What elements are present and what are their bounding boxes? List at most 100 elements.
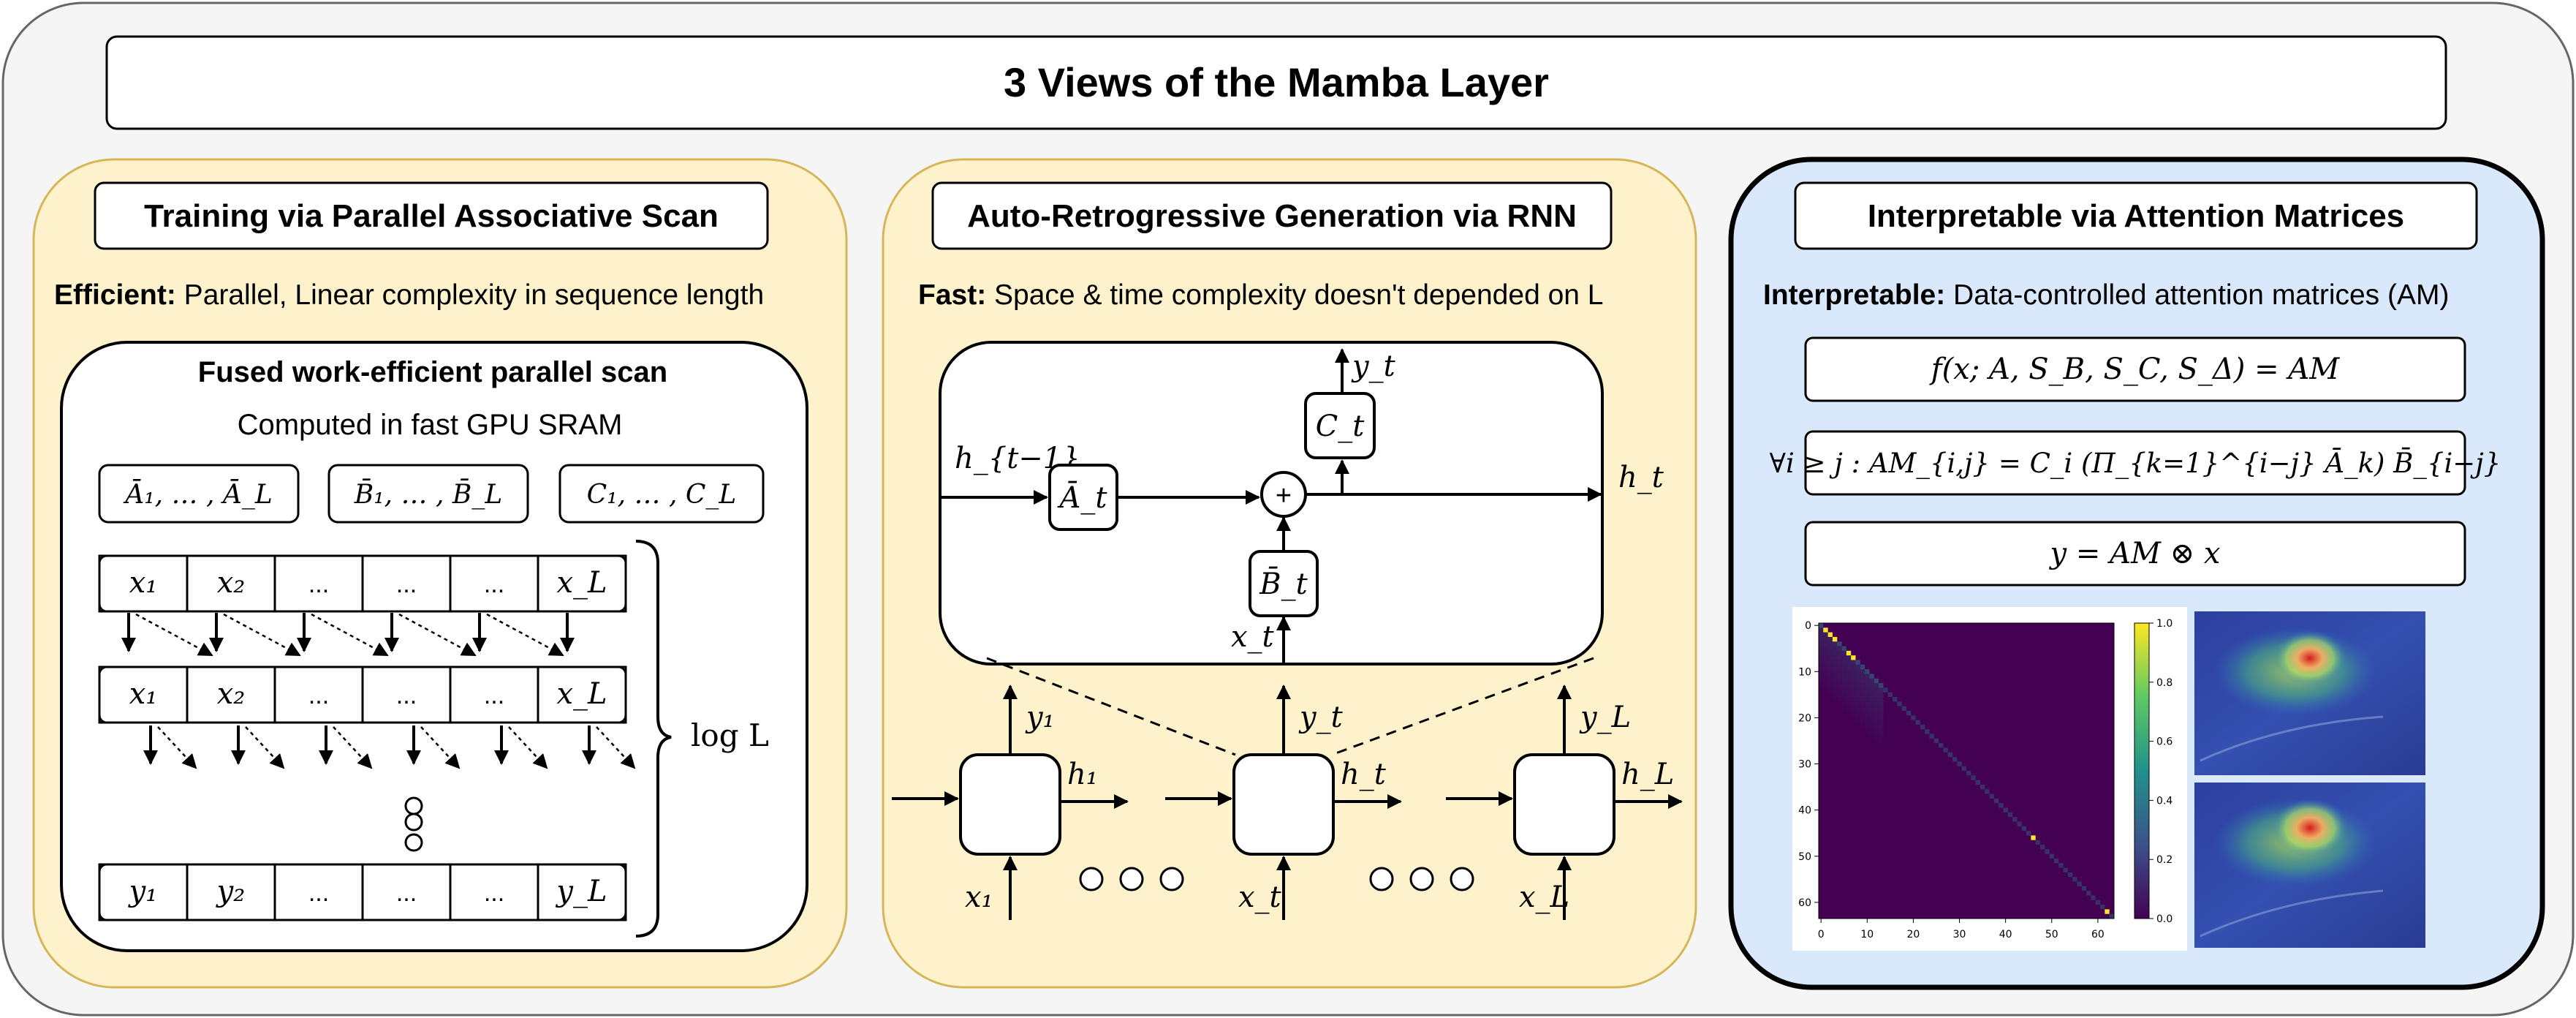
- panel-scan-heading: Training via Parallel Associative Scan: [144, 198, 719, 234]
- heatmap-cell: [1869, 701, 1874, 706]
- heatmap-cell: [1823, 678, 1828, 684]
- heatmap-cell: [1860, 701, 1865, 706]
- heatmap-cell: [1865, 724, 1870, 730]
- heatmap-peak: [1827, 632, 1833, 637]
- heatmap-cell: [1879, 710, 1884, 716]
- scan-arrow-diag: [333, 726, 373, 769]
- heatmap-cell: [1837, 692, 1842, 697]
- panel-attention-desc-rest: Data-controlled attention matrices (AM): [1945, 279, 2449, 311]
- param-group-box: [98, 464, 300, 524]
- heatmap-peak: [1823, 627, 1828, 633]
- rnn-unit-x-label: x_L: [1519, 881, 1569, 914]
- heatmap-cell: [1846, 701, 1852, 706]
- heatmap-cell: [1841, 650, 1846, 656]
- heatmap-cell: [1879, 724, 1884, 730]
- heatmap-cell: [1832, 664, 1838, 670]
- heatmap-xtick-label: 50: [2045, 929, 2058, 940]
- heatmap-cell: [1855, 664, 1860, 670]
- heatmap-cell: [1837, 646, 1842, 651]
- scan-box-title: Fused work-efficient parallel scan: [198, 356, 667, 388]
- heatmap-cell: [1869, 683, 1874, 688]
- heatmap-diag-cell: [1855, 660, 1860, 665]
- panel-rnn-desc: Fast: Space & time complexity doesn't de…: [918, 279, 1604, 311]
- heatmap-diag-cell: [2086, 891, 2091, 896]
- heatmap-diag-cell: [1980, 784, 1985, 790]
- heatmap-cell: [1827, 683, 1833, 688]
- heatmap-cell: [1819, 655, 1824, 660]
- heatmap-cell: [1832, 655, 1838, 660]
- heatmap-cell: [1851, 669, 1856, 674]
- heatmap-cell: [1879, 697, 1884, 702]
- heatmap-diag-cell: [1883, 687, 1888, 693]
- heatmap-cell: [1823, 650, 1828, 656]
- heatmap-diag-cell: [2012, 817, 2018, 822]
- heatmap-cell: [1841, 692, 1846, 697]
- heatmap-diag-cell: [2067, 872, 2073, 878]
- equation-box-3: [1804, 521, 2466, 587]
- heatmap-cell: [1860, 706, 1865, 711]
- scan-cell-label: x₂: [217, 677, 246, 711]
- heatmap-cell: [1874, 715, 1879, 720]
- scan-dot: [404, 812, 423, 832]
- heatmap-cell: [1846, 678, 1852, 684]
- heatmap-diag-cell: [2058, 863, 2064, 868]
- attention-image-top: [2194, 611, 2425, 775]
- heatmap-cell: [1851, 678, 1856, 684]
- label-h: h_t: [1618, 461, 1664, 494]
- scan-cell-label: ...: [308, 682, 329, 709]
- heatmap-cell: [1879, 715, 1884, 720]
- scan-cell: [98, 863, 189, 921]
- heatmap-diag-cell: [2045, 849, 2050, 854]
- heatmap-cell: [1837, 664, 1842, 670]
- heatmap-diag-cell: [2049, 853, 2054, 859]
- ellipsis-dot: [1369, 867, 1394, 891]
- heatmap-cell: [1837, 655, 1842, 660]
- heatmap-cell: [1841, 664, 1846, 670]
- heatmap-diag-cell: [1966, 771, 1971, 776]
- heatmap-cell: [1856, 720, 1860, 725]
- colorbar-tick-label: 0.6: [2156, 736, 2172, 748]
- heatmap-cell: [1837, 687, 1842, 693]
- heatmap-ytick-label: 0: [1805, 620, 1811, 632]
- heatmap-cell: [1823, 641, 1828, 646]
- heatmap-cell: [1827, 641, 1833, 646]
- heatmap-cell: [1874, 710, 1879, 716]
- scan-cell-label: ...: [484, 682, 504, 709]
- heatmap-cell: [1846, 687, 1852, 693]
- heatmap-diag-cell: [1837, 641, 1842, 646]
- heatmap-cell: [1865, 669, 1870, 674]
- heatmap-cell: [1855, 678, 1860, 684]
- ellipsis-dot: [1159, 867, 1184, 891]
- panel-rnn-desc-bold: Fast:: [918, 279, 986, 311]
- heatmap-diag-cell: [1869, 674, 1874, 679]
- plus-label: +: [1276, 480, 1292, 511]
- ellipsis-dot: [1450, 867, 1474, 891]
- panel-rnn: Auto-Retrogressive Generation via RNN Fa…: [882, 158, 1697, 989]
- heatmap-cell: [1841, 687, 1846, 693]
- scan-dot: [404, 796, 423, 815]
- heatmap-cell: [1846, 669, 1852, 674]
- heatmap-cell: [1837, 683, 1842, 688]
- heatmap-diag-cell: [2053, 858, 2059, 864]
- heatmap-cell: [1860, 683, 1865, 688]
- scan-cell-label: ...: [484, 570, 504, 598]
- heatmap-cell: [1865, 674, 1870, 679]
- heatmap-cell: [1869, 729, 1874, 734]
- heatmap-cell: [1874, 720, 1879, 725]
- heatmap-cell: [1827, 650, 1833, 656]
- heatmap-diag-cell: [2100, 905, 2105, 910]
- heatmap-ytick-label: 50: [1798, 851, 1811, 863]
- heatmap-cell: [1841, 678, 1846, 684]
- rnn-unit-h-label: h₁: [1067, 758, 1098, 791]
- heatmap-xtick-label: 10: [1860, 929, 1874, 940]
- heatmap-cell: [1827, 669, 1833, 674]
- heatmap-cell: [1827, 674, 1833, 679]
- heatmap-cell: [1846, 660, 1852, 665]
- heatmap-cell: [1827, 664, 1833, 670]
- heatmap-diag-cell: [1939, 743, 1944, 748]
- heatmap-cell: [1865, 701, 1870, 706]
- colorbar-tick-label: 0.0: [2156, 913, 2172, 925]
- ellipsis-dot: [1409, 867, 1434, 891]
- heatmap-cell: [1865, 687, 1870, 693]
